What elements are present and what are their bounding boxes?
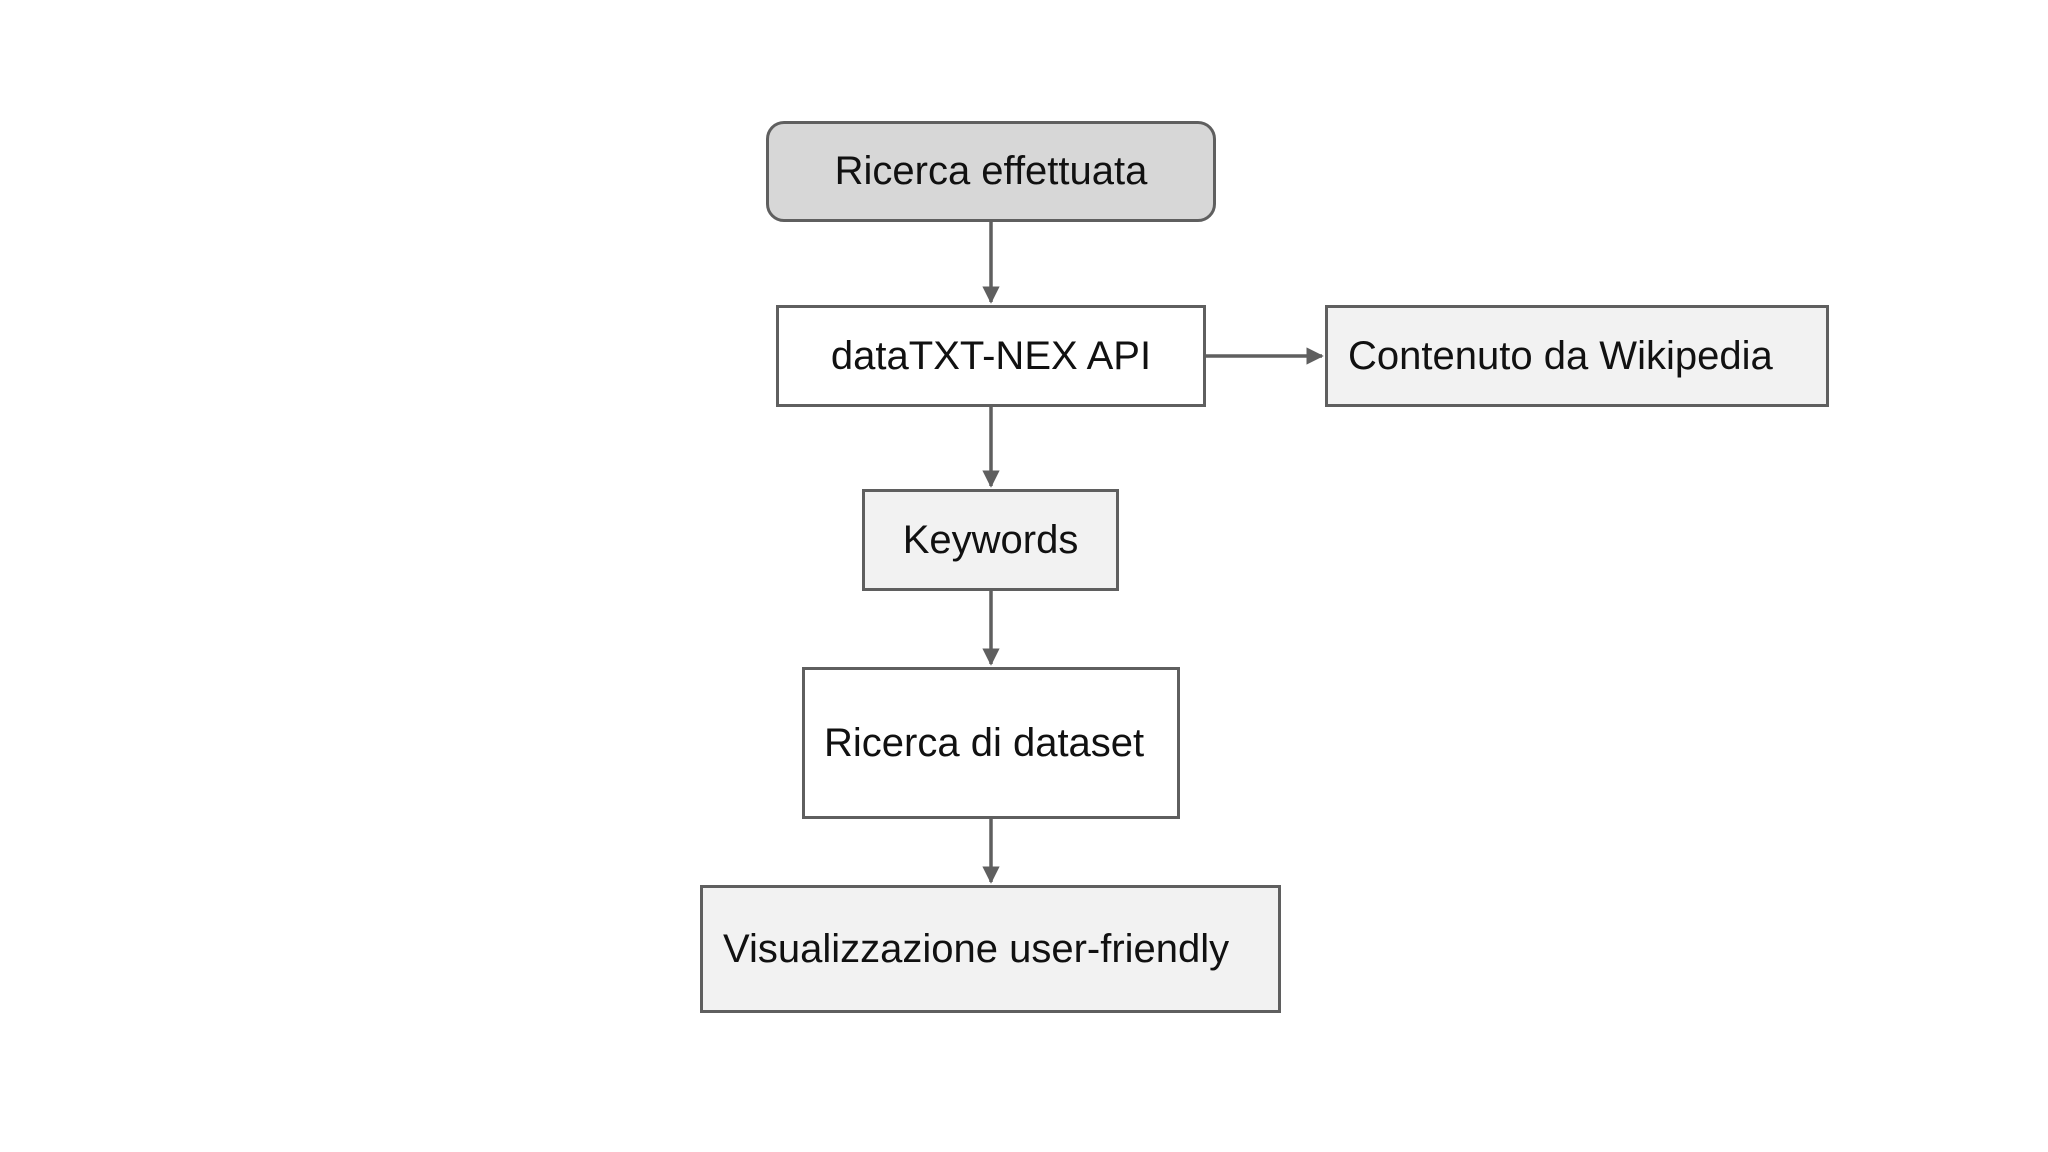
node-label: Keywords: [902, 517, 1079, 562]
node-label: Ricerca di dataset: [824, 720, 1145, 765]
node-visualizzazione-user-friendly: Visualizzazione user-friendly: [700, 885, 1281, 1013]
node-datatxt-nex-api: dataTXT-NEX API: [776, 305, 1206, 407]
node-ricerca-di-dataset: Ricerca di dataset: [802, 667, 1180, 819]
node-contenuto-da-wikipedia: Contenuto da Wikipedia: [1325, 305, 1829, 407]
node-label: Ricerca effettuata: [834, 149, 1148, 193]
node-label: Contenuto da Wikipedia: [1348, 333, 1773, 378]
node-ricerca-effettuata: Ricerca effettuata: [766, 121, 1216, 222]
node-label: Visualizzazione user-friendly: [723, 926, 1230, 971]
node-keywords: Keywords: [862, 489, 1119, 591]
node-label: dataTXT-NEX API: [830, 333, 1152, 378]
